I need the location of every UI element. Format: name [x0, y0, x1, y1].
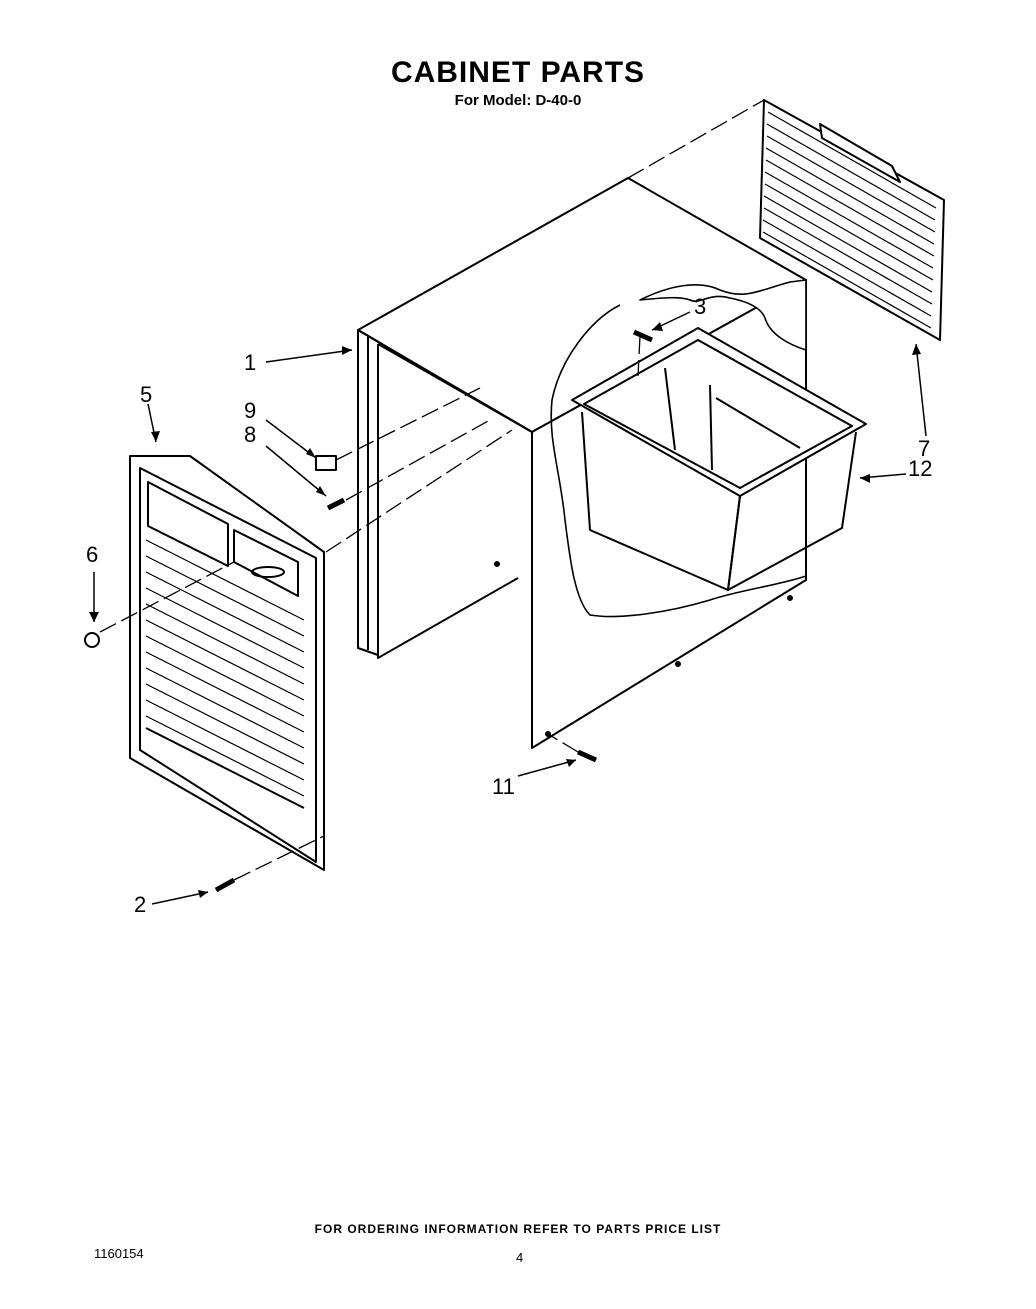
ordering-note: FOR ORDERING INFORMATION REFER TO PARTS … [314, 1222, 722, 1236]
cutaway-opening [639, 279, 807, 351]
water-bucket [571, 327, 867, 591]
callout-7: 7 [918, 436, 930, 461]
callout-8: 8 [244, 422, 256, 447]
knob-6 [84, 632, 100, 648]
screw-8 [326, 497, 346, 511]
model-subtitle: For Model: D-40-0 [454, 92, 582, 109]
document-number: 1160154 [94, 1246, 144, 1261]
callout-2: 2 [134, 892, 146, 917]
screw-2 [214, 877, 236, 893]
front-panel [129, 455, 325, 871]
callout-3: 3 [694, 294, 706, 319]
back-grille [759, 99, 945, 341]
callout-9: 9 [244, 398, 256, 423]
page-number: 4 [516, 1250, 524, 1265]
callout-5: 5 [140, 382, 152, 407]
screw-11 [576, 749, 598, 763]
callout-1: 1 [244, 350, 256, 375]
clip-9 [315, 455, 337, 471]
page-title: CABINET PARTS [390, 56, 646, 89]
callout-11: 11 [492, 774, 515, 799]
screw-3 [632, 329, 654, 343]
callout-6: 6 [86, 542, 98, 567]
callout-12: 12 [908, 456, 932, 481]
